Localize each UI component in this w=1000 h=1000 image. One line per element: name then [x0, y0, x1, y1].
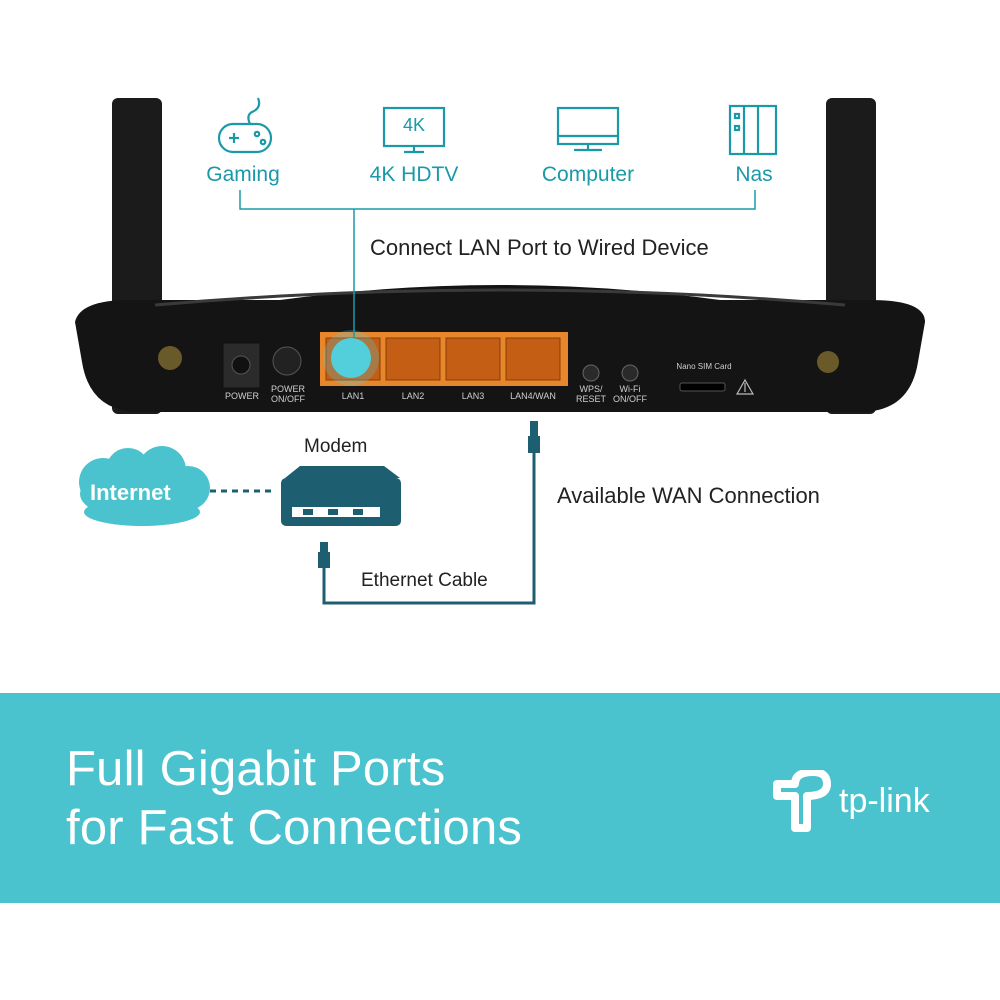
- modem-label: Modem: [304, 436, 368, 457]
- tp-link-logo: tp-link: [773, 770, 953, 834]
- tp-link-wordmark: tp-link: [839, 782, 930, 820]
- computer-monitor-icon: [556, 106, 620, 152]
- power-jack: [222, 342, 261, 389]
- internet-cloud-icon: [79, 446, 210, 526]
- nas-icon: [728, 104, 778, 156]
- product-diagram: Gaming 4K HDTV Computer Nas 4K Connect L…: [75, 97, 925, 605]
- internet-label: Internet: [90, 480, 171, 505]
- gamepad-icon: [217, 97, 273, 154]
- sim-slot: [679, 382, 726, 392]
- device-bracket: [239, 190, 756, 210]
- router-top-edge: [154, 288, 846, 307]
- port-label-wps: WPS/ RESET: [575, 384, 606, 404]
- cable-label: Ethernet Cable: [361, 570, 488, 591]
- port-label-sim: Nano SIM Card: [676, 362, 732, 371]
- device-label-4k-hdtv: 4K HDTV: [369, 163, 459, 186]
- banner: [0, 693, 1000, 903]
- device-label-gaming: Gaming: [206, 163, 280, 186]
- port-label-lan3: LAN3: [461, 391, 485, 401]
- device-label-nas: Nas: [735, 163, 773, 186]
- port-label-lan1: LAN1: [341, 391, 365, 401]
- wps-button: [582, 364, 600, 382]
- tv-screen-text: 4K: [402, 115, 426, 135]
- tv-4k-icon: [382, 106, 446, 154]
- wifi-button: [621, 364, 639, 382]
- modem-icon: [281, 466, 401, 526]
- port-label-lan2: LAN2: [401, 391, 425, 401]
- lan1-highlight: [331, 338, 371, 378]
- power-button: [272, 346, 302, 376]
- port-label-power: POWER: [224, 391, 259, 401]
- headline-line1: Full Gigabit Ports: [66, 742, 446, 796]
- headline-line2: for Fast Connections: [66, 801, 523, 855]
- port-label-wifi: Wi-Fi ON/OFF: [613, 384, 647, 404]
- port-label-lan4-wan: LAN4/WAN: [510, 391, 556, 401]
- lan-caption: Connect LAN Port to Wired Device: [370, 235, 709, 260]
- device-label-computer: Computer: [541, 163, 635, 186]
- wan-caption: Available WAN Connection: [557, 483, 820, 508]
- ethernet-cable: [318, 421, 540, 605]
- tp-link-logo-mark: [773, 770, 831, 832]
- port-label-power-switch: POWER ON/OFF: [270, 384, 305, 404]
